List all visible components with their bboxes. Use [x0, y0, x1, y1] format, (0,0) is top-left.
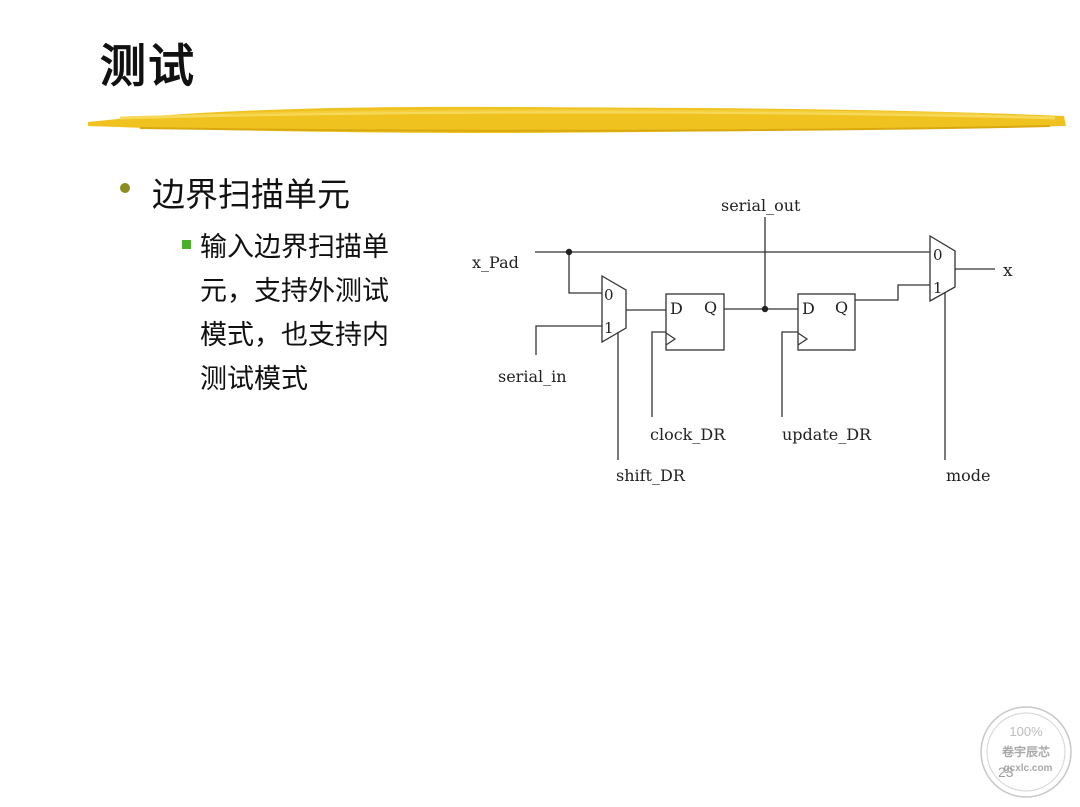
junction-dot [761, 305, 769, 313]
mux1-shape [601, 274, 627, 344]
label-x: x [1003, 261, 1013, 281]
ff2-d-label: D [802, 299, 815, 318]
label-x-pad: x_Pad [472, 253, 519, 272]
ff2-shape [797, 293, 856, 351]
ff2-q-label: Q [835, 298, 848, 317]
ff1-d-label: D [670, 299, 683, 318]
watermark-stamp-logo: 100% 卷宇辰芯 gcxlc.com 23 [980, 706, 1072, 798]
ff1-shape [665, 293, 725, 351]
bullet-level2-text: 输入边界扫描单元，支持外测试模式，也支持内测试模式 [200, 232, 389, 395]
slide-title: 测试 [100, 39, 196, 93]
bullet-square-icon [182, 240, 191, 249]
label-shift-dr: shift_DR [616, 466, 686, 485]
label-serial-in: serial_in [498, 367, 567, 386]
label-update-dr: update_DR [782, 425, 872, 444]
mux2-shape [929, 234, 956, 303]
label-serial-out: serial_out [721, 196, 801, 215]
title-underline-brush [88, 106, 1066, 133]
label-clock-dr: clock_DR [650, 425, 726, 444]
mux2-input0-label: 0 [933, 246, 943, 264]
watermark-percent: 100% [1009, 724, 1043, 739]
watermark-domain: gcxlc.com [1004, 763, 1053, 774]
ff1-q-label: Q [704, 298, 717, 317]
bullet-dot-icon [120, 183, 130, 193]
junction-dot [565, 248, 573, 256]
boundary-scan-cell-diagram: 0 1 D Q D Q 0 1 serial_out x_Pad x seria… [472, 196, 1013, 485]
mux1-input1-label: 1 [604, 319, 614, 337]
page-number: 23 [998, 764, 1014, 780]
bullet-level1-text: 边界扫描单元 [152, 175, 350, 214]
mux2-input1-label: 1 [933, 279, 943, 297]
mux1-input0-label: 0 [604, 286, 614, 304]
watermark-name: 卷宇辰芯 [1001, 744, 1050, 759]
label-mode: mode [946, 466, 991, 485]
